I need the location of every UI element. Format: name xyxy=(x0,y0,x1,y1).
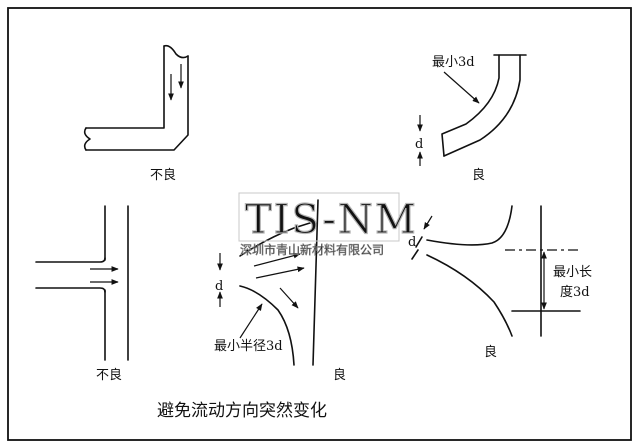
watermark-logo: TIS-NM xyxy=(245,197,418,243)
watermark: TIS-NM 深圳市青山新材料有限公司 xyxy=(238,192,418,257)
sharp-elbow-bad-diagram xyxy=(83,44,189,151)
exp-inlet-mark-top xyxy=(415,236,423,248)
min-length-label: 最小长 xyxy=(553,265,592,280)
min-length-label-2: 度3d xyxy=(560,284,590,300)
rtee-branch-upper xyxy=(239,221,314,257)
rtee-main-wall xyxy=(312,199,319,366)
min-radius-pointer xyxy=(239,303,263,339)
bend-inner-wall xyxy=(443,54,521,157)
tee-branch-bottom xyxy=(35,287,106,293)
elbow-outer-wall xyxy=(85,45,165,129)
sharp-tee-bad-diagram xyxy=(35,205,129,361)
watermark-logo-box xyxy=(238,192,400,242)
tee-branch-top xyxy=(35,257,106,263)
diagram-caption: 避免流动方向突然变化 xyxy=(157,401,327,421)
exp-lower-wall xyxy=(426,254,513,337)
rtee-flow-arrow-3 xyxy=(279,287,299,309)
min-3d-label: 最小3d xyxy=(432,55,475,70)
elbow-top-break xyxy=(163,44,189,59)
watermark-company: 深圳市青山新材料有限公司 xyxy=(240,242,384,257)
min-3d-pointer xyxy=(443,71,480,104)
d-label-right: d xyxy=(408,235,416,250)
elbow-inner-wall xyxy=(85,55,189,151)
bad-label-1: 不良 xyxy=(150,167,176,183)
rtee-flow-arrow-1 xyxy=(253,252,301,267)
good-label-3: 良 xyxy=(484,344,497,360)
bad-label-2: 不良 xyxy=(96,367,122,383)
good-label-1: 良 xyxy=(472,167,485,183)
elbow-left-break xyxy=(83,127,91,151)
d-label-top-right: d xyxy=(415,137,423,152)
expansion-good-diagram xyxy=(411,205,581,337)
bend-outer-wall xyxy=(441,54,500,157)
good-label-2: 良 xyxy=(333,367,346,383)
rtee-flow-arrow-2 xyxy=(255,266,305,279)
outer-border xyxy=(7,7,632,441)
d-label-middle: d xyxy=(215,279,223,294)
gradual-bend-good-diagram xyxy=(417,54,527,166)
exp-d-pointer xyxy=(423,215,433,230)
rounded-tee-good-diagram xyxy=(217,199,319,366)
min-radius-3d-label: 最小半径3d xyxy=(214,339,283,354)
exp-upper-wall xyxy=(426,205,513,246)
rtee-branch-lower xyxy=(239,285,295,366)
exp-inlet-mark-bottom xyxy=(411,249,419,260)
